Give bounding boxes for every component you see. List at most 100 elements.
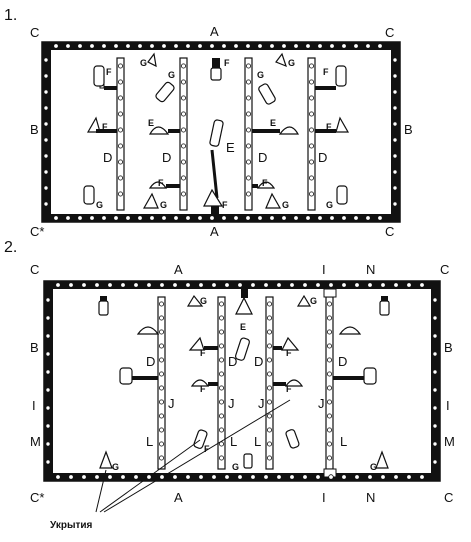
item-e: E — [270, 118, 276, 128]
cone-obstacle — [273, 336, 300, 351]
frame-rivet — [172, 474, 178, 480]
label-right-m: M — [444, 434, 455, 449]
frame-rivet — [263, 282, 269, 288]
frame-rivet — [380, 282, 386, 288]
diagram-1-frame — [41, 41, 401, 223]
frame-rivet — [315, 474, 321, 480]
frame-rivet — [289, 474, 295, 480]
frame-rivet — [197, 43, 203, 49]
frame-rivet — [137, 43, 143, 49]
frame-rivet — [158, 315, 164, 321]
cylinder-obstacle — [333, 367, 377, 385]
diagram-1-cones — [86, 52, 350, 214]
frame-rivet — [107, 282, 113, 288]
frame-rivet — [45, 297, 51, 303]
frame-rivet — [65, 215, 71, 221]
frame-rivet — [281, 43, 287, 49]
cylinder-obstacle — [234, 337, 250, 361]
frame-rivet — [45, 459, 51, 465]
frame-rivet — [118, 143, 124, 149]
frame-rivet — [218, 413, 224, 419]
frame-rivet — [45, 333, 51, 339]
frame-rivet — [432, 333, 438, 339]
frame-rivet — [406, 474, 412, 480]
item-g: G — [160, 200, 167, 210]
frame-rivet — [245, 159, 251, 165]
frame-rivet — [158, 441, 164, 447]
frame-rivet — [341, 282, 347, 288]
frame-rivet — [341, 474, 347, 480]
dome-obstacle — [338, 326, 362, 335]
frame-dots — [43, 43, 438, 480]
frame-rivet — [172, 282, 178, 288]
frame-rivet — [245, 127, 251, 133]
label-left-b: B — [30, 122, 39, 137]
frame-rivet — [245, 63, 251, 69]
zone-j: J — [258, 396, 265, 411]
frame-rivet — [159, 282, 165, 288]
label-top-a: A — [174, 262, 183, 277]
frame-rivet — [392, 73, 398, 79]
frame-rivet — [392, 169, 398, 175]
zone-d: D — [228, 354, 237, 369]
frame-rivet — [308, 127, 314, 133]
label-top-i: I — [322, 262, 326, 277]
cover-caption: Укрытия — [50, 520, 93, 531]
frame-rivet — [326, 427, 332, 433]
frame-rivet — [125, 215, 131, 221]
zone-d: D — [254, 354, 263, 369]
frame-rivet — [218, 343, 224, 349]
frame-rivet — [365, 215, 371, 221]
item-f: F — [204, 444, 210, 454]
frame-rivet — [89, 43, 95, 49]
frame-rivet — [326, 385, 332, 391]
frame-rivet — [211, 474, 217, 480]
frame-rivet — [281, 215, 287, 221]
cone-obstacle — [275, 52, 287, 68]
diagram-2-cylinders — [98, 296, 390, 469]
diagram-2-cones — [99, 289, 389, 469]
frame-rivet — [237, 474, 243, 480]
frame-rivet — [432, 351, 438, 357]
dome-obstacle — [148, 181, 180, 189]
item-g: G — [288, 58, 295, 68]
item-f: F — [158, 178, 164, 188]
zone-j: J — [318, 396, 325, 411]
frame-rivet — [149, 43, 155, 49]
item-g: G — [112, 462, 119, 472]
frame-rivet — [159, 474, 165, 480]
diagram-1-item-labels: F G G F G G F F E E F F F G G F G G — [96, 58, 333, 210]
cylinder-obstacle — [336, 185, 348, 205]
frame-rivet — [218, 329, 224, 335]
frame-rivet — [367, 474, 373, 480]
frame-rivet — [77, 43, 83, 49]
frame-rivet — [237, 282, 243, 288]
item-g: G — [282, 200, 289, 210]
diagram-2-item-labels: G G E F F F F F G G G — [112, 296, 377, 472]
label-right-b: B — [444, 340, 453, 355]
frame-rivet — [118, 175, 124, 181]
diagram-1-walls — [116, 57, 316, 211]
cone-obstacle — [142, 192, 159, 209]
frame-rivet — [266, 301, 272, 307]
cylinder-obstacle — [98, 296, 109, 316]
frame-rivet — [432, 369, 438, 375]
label-bottom-a: A — [174, 490, 183, 505]
item-e: E — [240, 322, 246, 332]
frame-rivet — [197, 215, 203, 221]
frame-rivet — [377, 215, 383, 221]
frame-rivet — [245, 43, 251, 49]
item-f: F — [286, 384, 292, 394]
frame-rivet — [432, 405, 438, 411]
frame-rivet — [250, 474, 256, 480]
item-g: G — [140, 58, 147, 68]
frame-rivet — [185, 474, 191, 480]
frame-rivet — [245, 95, 251, 101]
dome-obstacle — [190, 379, 218, 387]
label-left-b: B — [30, 340, 39, 355]
frame-rivet — [209, 215, 215, 221]
frame-rivet — [101, 215, 107, 221]
corner-bottom-left: C* — [30, 490, 44, 505]
cone-obstacle — [203, 188, 224, 214]
frame-rivet — [257, 215, 263, 221]
